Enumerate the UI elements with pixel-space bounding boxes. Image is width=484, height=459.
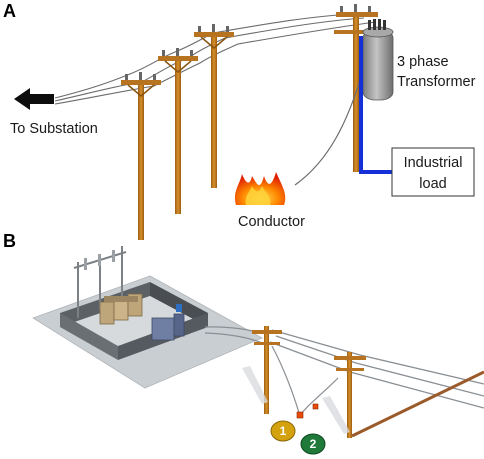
conductor-label: Conductor [238, 214, 305, 230]
substation [32, 246, 263, 389]
switchgear [151, 304, 185, 341]
feed-line [359, 36, 392, 174]
utility-pole-2 [158, 48, 198, 214]
utility-pole-3 [194, 24, 234, 188]
fallen-conductor [351, 370, 484, 438]
transformer-label-line2: Transformer [397, 74, 476, 90]
panel-a-label: A [3, 1, 16, 21]
transformer-icon [362, 19, 394, 101]
industrial-load-line2: load [419, 176, 446, 192]
fault-marker-1: 1 [270, 420, 296, 442]
utility-pole-1 [121, 72, 161, 240]
fault-marker-1-label: 1 [280, 424, 287, 438]
transformer-label-line1: 3 phase [397, 54, 449, 70]
distribution-pole-b1 [252, 326, 282, 414]
panel-b-label: B [3, 231, 16, 251]
broken-conductor [294, 73, 363, 186]
distribution-pole-b2 [334, 352, 366, 438]
arrow-left-icon [14, 88, 54, 110]
to-substation-label: To Substation [10, 121, 98, 137]
fault-marker-2: 2 [300, 433, 326, 455]
fault-marker-2-label: 2 [310, 437, 317, 451]
substation-transformers [99, 293, 143, 325]
industrial-load-line1: Industrial [404, 155, 463, 171]
industrial-load-box [391, 147, 475, 197]
fire-icon [234, 172, 286, 205]
